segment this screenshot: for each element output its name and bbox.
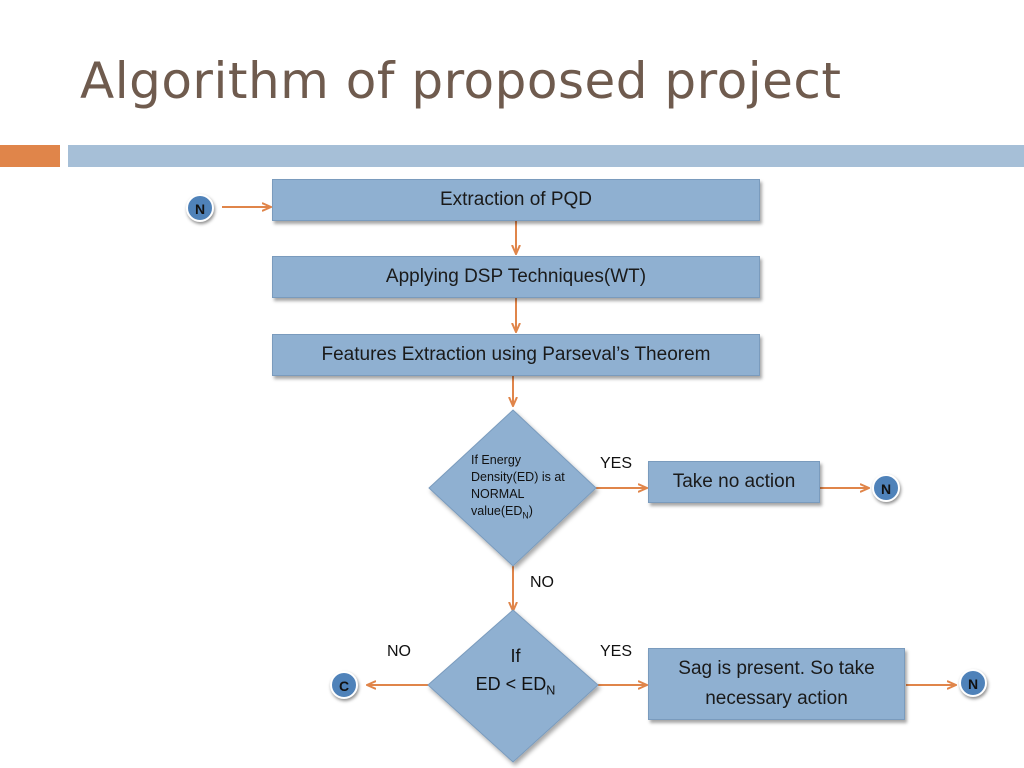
decision1-subscript: N [522,510,529,521]
connector-after-no-action-label: N [880,481,892,497]
step-dsp-label: Applying DSP Techniques(WT) [385,266,647,287]
decision2-diamond [427,609,599,763]
no-label-1: NO [530,574,554,591]
step-sag-present: Sag is present. So take necessary action [648,648,905,720]
connector-after-sag: N [959,669,987,697]
decision2-text: If ED < EDN [458,642,573,705]
accent-bar [0,145,60,167]
decision1-text: If Energy Density(ED) is at NORMAL value… [471,452,586,525]
yes-label-1: YES [600,455,633,472]
decision1-line4: value(EDN) [471,503,586,525]
step-sag-line1: Sag is present. So take [678,658,875,679]
decision2-line2: ED < EDN [458,670,573,705]
step-features-label: Features Extraction using Parseval’s The… [321,344,711,365]
connector-continue: C [330,671,358,699]
page-title: Algorithm of proposed project [80,52,842,110]
yes-label-2: YES [600,643,633,660]
connector-start-label: N [194,201,206,217]
connector-start: N [186,194,214,222]
connector-after-sag-label: N [967,676,979,692]
step-no-action-label: Take no action [672,471,796,492]
no-label-2: NO [387,643,411,660]
decision1-line3: NORMAL [471,487,525,501]
step-extraction-label: Extraction of PQD [439,189,593,210]
decision1-diamond [428,409,597,567]
step-extraction: Extraction of PQD [272,179,760,221]
decision2-subscript: N [546,683,556,698]
decision1-line1: If Energy [471,453,522,467]
decision1-line4-text: value(ED [471,504,523,518]
decision2-line1: If [510,646,521,666]
step-dsp: Applying DSP Techniques(WT) [272,256,760,298]
connector-continue-label: C [338,678,350,694]
step-no-action: Take no action [648,461,820,503]
decision1-close: ) [528,504,533,518]
header-rule [68,145,1024,167]
connector-after-no-action: N [872,474,900,502]
step-features: Features Extraction using Parseval’s The… [272,334,760,376]
decision2-line2-text: ED < ED [475,674,547,694]
decision1-line2: Density(ED) is at [471,470,565,484]
step-sag-line2: necessary action [705,688,848,709]
